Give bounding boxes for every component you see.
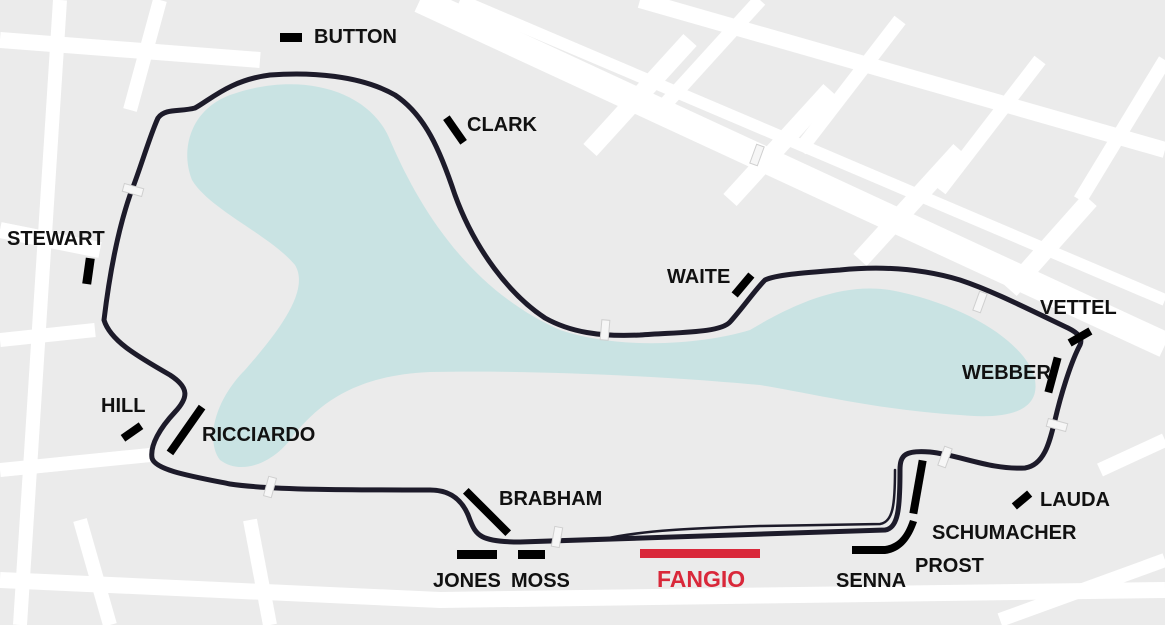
road [1097, 433, 1165, 477]
label-jones: JONES [433, 570, 501, 592]
marker-fangio [640, 549, 760, 558]
marker-jones [457, 550, 497, 559]
label-clark: CLARK [467, 114, 538, 136]
marker-brabham [462, 487, 512, 537]
marker-hill [120, 422, 144, 442]
road [654, 0, 766, 115]
road [0, 323, 96, 347]
road [73, 518, 117, 625]
corner-labels: BUTTON CLARK STEWART WAITE VETTEL WEBBER… [7, 26, 1117, 592]
label-fangio: FANGIO [657, 566, 745, 592]
marker-button [280, 33, 302, 42]
road [583, 33, 697, 157]
road [637, 0, 1165, 158]
bridge [121, 182, 145, 198]
road [0, 32, 261, 68]
road [794, 15, 906, 155]
road [0, 448, 151, 477]
bridge [262, 475, 278, 499]
corner-markers [82, 33, 1093, 559]
road-main-diagonal [414, 0, 1165, 357]
marker-vettel [1067, 327, 1093, 347]
label-hill: HILL [101, 395, 145, 417]
road [853, 143, 967, 267]
lake [187, 84, 1036, 468]
label-waite: WAITE [667, 266, 730, 288]
label-button: BUTTON [314, 26, 397, 48]
label-lauda: LAUDA [1040, 489, 1110, 511]
marker-lauda [1011, 490, 1033, 510]
bridge [599, 319, 611, 341]
road [1003, 194, 1097, 296]
bridge [1045, 417, 1069, 433]
road [997, 553, 1165, 625]
road [0, 572, 1165, 609]
marker-schumacher [909, 459, 927, 515]
marker-moss [518, 550, 545, 559]
label-webber: WEBBER [962, 362, 1051, 384]
bridge [749, 143, 765, 167]
bridge [937, 445, 953, 469]
pit-lane [598, 468, 897, 542]
label-prost: PROST [915, 555, 984, 577]
marker-ricciardo [166, 404, 206, 456]
label-brabham: BRABHAM [499, 488, 602, 510]
bridge [972, 290, 988, 314]
track [101, 71, 1084, 545]
marker-prost [852, 520, 917, 554]
label-vettel: VETTEL [1040, 297, 1117, 319]
marker-clark [443, 115, 467, 145]
label-schumacher: SCHUMACHER [932, 522, 1077, 544]
track-line [101, 71, 1084, 545]
label-ricciardo: RICCIARDO [202, 424, 315, 446]
road [723, 83, 837, 207]
bridges [121, 143, 1069, 549]
road [934, 55, 1046, 195]
label-moss: MOSS [511, 570, 570, 592]
marker-stewart [82, 257, 95, 285]
road [243, 518, 277, 625]
road [123, 0, 167, 112]
marker-webber [1044, 356, 1062, 394]
bridge [550, 525, 564, 549]
marker-waite [731, 272, 755, 298]
label-stewart: STEWART [7, 228, 105, 250]
road [1074, 56, 1165, 204]
road [13, 0, 67, 625]
label-senna: SENNA [836, 570, 906, 592]
